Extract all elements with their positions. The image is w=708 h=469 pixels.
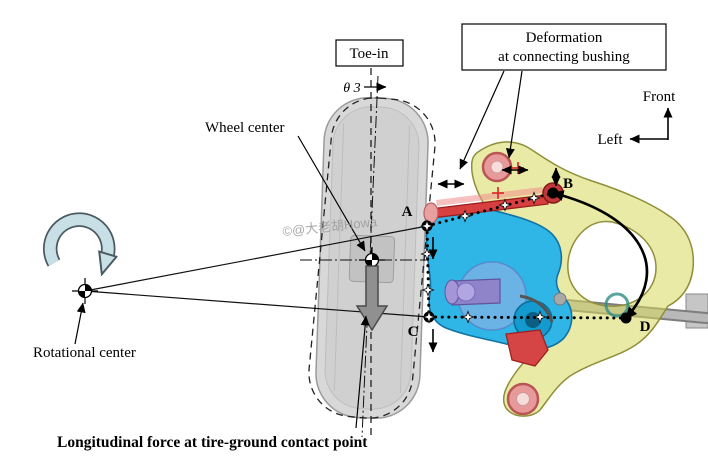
wheel-center-pointer <box>297 135 366 252</box>
drive-shaft-joint <box>444 278 501 306</box>
rotation-line-upper <box>84 225 428 292</box>
point-d-dot <box>620 312 632 324</box>
rotational-center-pointer <box>74 302 86 345</box>
link-ac <box>425 224 431 319</box>
rotation-arrow <box>43 212 108 263</box>
deformation-pointer-2 <box>505 70 523 159</box>
wheel-center-label: Wheel center <box>205 120 285 136</box>
deformation-label-line2: at connecting bushing <box>498 49 630 65</box>
deformation-arrows <box>428 165 561 353</box>
deformation-box <box>461 23 667 71</box>
force-arrow <box>355 265 389 332</box>
tie-rod-ghost <box>436 187 543 206</box>
ball-joint <box>553 292 567 306</box>
rotational-center-label: Rotational center <box>33 345 136 361</box>
point-c-label: C <box>408 324 419 340</box>
deformation-label-line1: Deformation <box>526 30 603 46</box>
left-label: Left <box>598 132 624 148</box>
point-a-label: A <box>402 204 413 220</box>
deformation-pointer-1 <box>459 70 505 170</box>
lower-bracket <box>505 329 549 367</box>
brake-hose <box>519 294 554 323</box>
toe-in-box <box>335 39 404 67</box>
force-label-pointer <box>355 315 370 429</box>
toe-in-label: Toe-in <box>350 46 389 62</box>
bushing-top <box>481 151 513 183</box>
tie-rod-bushing-left <box>423 202 439 224</box>
rotational-center-marker <box>71 277 99 305</box>
point-b-dot <box>547 187 559 199</box>
front-label: Front <box>643 89 676 105</box>
theta-label: θ 3 <box>343 81 360 96</box>
longitudinal-force-label: Longitudinal force at tire-ground contac… <box>57 434 368 451</box>
link-ab <box>425 191 555 228</box>
bushing-bottom <box>506 382 540 416</box>
point-d-label: D <box>640 319 651 335</box>
point-b-label: B <box>563 176 573 192</box>
arc-bd <box>551 190 649 320</box>
